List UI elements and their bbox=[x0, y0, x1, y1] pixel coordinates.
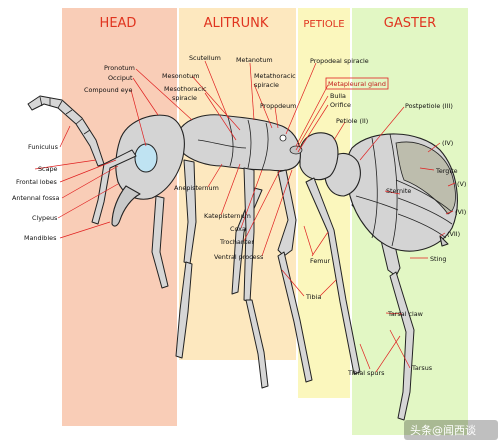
label-scutellum: Scutellum bbox=[189, 54, 221, 62]
label-mesothoracic-spiracle-1: Mesothoracic bbox=[164, 85, 207, 93]
sting bbox=[439, 235, 449, 247]
hind-tibia-far bbox=[389, 271, 415, 421]
label-postpetiole-iii: Postpetiole (III) bbox=[405, 102, 453, 110]
label-metathoracic-spiracle-2: spiracle bbox=[254, 81, 279, 89]
label-trochanter: Trochanter bbox=[219, 238, 254, 246]
label-metanotum: Metanotum bbox=[236, 56, 273, 64]
label-propodeum: Propodeum bbox=[260, 102, 296, 110]
petiole-title: PETIOLE bbox=[303, 19, 344, 30]
label-seg-iv: (IV) bbox=[442, 139, 453, 147]
part-labels: Pronotum Occiput Compound eye Funiculus … bbox=[12, 54, 466, 377]
label-sternite: Sternite bbox=[386, 187, 411, 195]
label-tarsus: Tarsus bbox=[411, 364, 433, 372]
label-clypeus: Clypeus bbox=[32, 214, 58, 222]
label-bulla: Bulla bbox=[330, 92, 346, 100]
watermark: 头条@闻西谈 bbox=[404, 420, 498, 440]
petiole-node bbox=[299, 132, 339, 181]
propodeal-spiracle bbox=[279, 134, 287, 142]
label-funiculus: Funiculus bbox=[28, 143, 59, 151]
hind-femur-near bbox=[277, 169, 297, 257]
label-tibial-spurs: Tibial spurs bbox=[347, 369, 385, 377]
leader-lines bbox=[34, 60, 456, 373]
label-anepisternum: Anepisternum bbox=[174, 184, 219, 192]
middle-tibia-near bbox=[245, 299, 269, 389]
label-seg-v: (V) bbox=[457, 180, 466, 188]
label-petiole-ii: Petiole (II) bbox=[336, 117, 368, 125]
front-tibia bbox=[175, 261, 193, 359]
mandibles bbox=[111, 185, 141, 227]
gaster-tergite-plate bbox=[395, 141, 456, 215]
front-leg-far bbox=[151, 195, 169, 289]
label-tergite: Tergite bbox=[435, 167, 458, 175]
label-sting: Sting bbox=[430, 255, 446, 263]
label-orifice: Orifice bbox=[330, 101, 351, 109]
alitrunk-title: ALITRUNK bbox=[204, 16, 269, 31]
label-tarsal-claw: Tarsal claw bbox=[387, 310, 423, 318]
head-title: HEAD bbox=[100, 16, 137, 31]
label-seg-vi: (VI) bbox=[455, 208, 466, 216]
alitrunk-band bbox=[179, 8, 296, 360]
metapleural-gland-box bbox=[325, 77, 389, 90]
label-metapleural-gland: Metapleural gland bbox=[328, 80, 386, 88]
label-mesothoracic-spiracle-2: spiracle bbox=[172, 94, 197, 102]
label-scape: Scape bbox=[38, 165, 58, 173]
label-seg-vii: (VII) bbox=[447, 230, 460, 238]
label-pronotum: Pronotum bbox=[104, 64, 135, 72]
label-ventral-process: Ventral process bbox=[214, 253, 264, 261]
watermark-text: 头条@闻西谈 bbox=[410, 423, 476, 437]
label-frontal-lobes: Frontal lobes bbox=[16, 178, 58, 186]
label-tibia: Tibia bbox=[305, 293, 321, 301]
antenna-scape bbox=[91, 149, 137, 225]
label-femur: Femur bbox=[310, 257, 331, 265]
label-metathoracic-spiracle-1: Metathoracic bbox=[254, 72, 296, 80]
ant-illustration bbox=[27, 95, 458, 421]
compound-eye bbox=[134, 143, 158, 173]
label-mandibles: Mandibles bbox=[24, 234, 57, 242]
label-mesonotum: Mesonotum bbox=[162, 72, 199, 80]
label-antennal-fossa: Antennal fossa bbox=[12, 194, 60, 202]
label-katepisternum: Katepisternum bbox=[204, 212, 251, 220]
label-occiput: Occiput bbox=[108, 74, 133, 82]
label-compound-eye: Compound eye bbox=[84, 86, 132, 94]
alitrunk bbox=[175, 114, 301, 172]
label-propodeal-spiracle: Propodeal spiracle bbox=[310, 57, 369, 65]
hind-leg-back bbox=[305, 177, 361, 375]
gaster-title: GASTER bbox=[384, 16, 436, 31]
hind-tibia-near bbox=[277, 251, 313, 383]
label-coxa: Coxa bbox=[230, 225, 246, 233]
